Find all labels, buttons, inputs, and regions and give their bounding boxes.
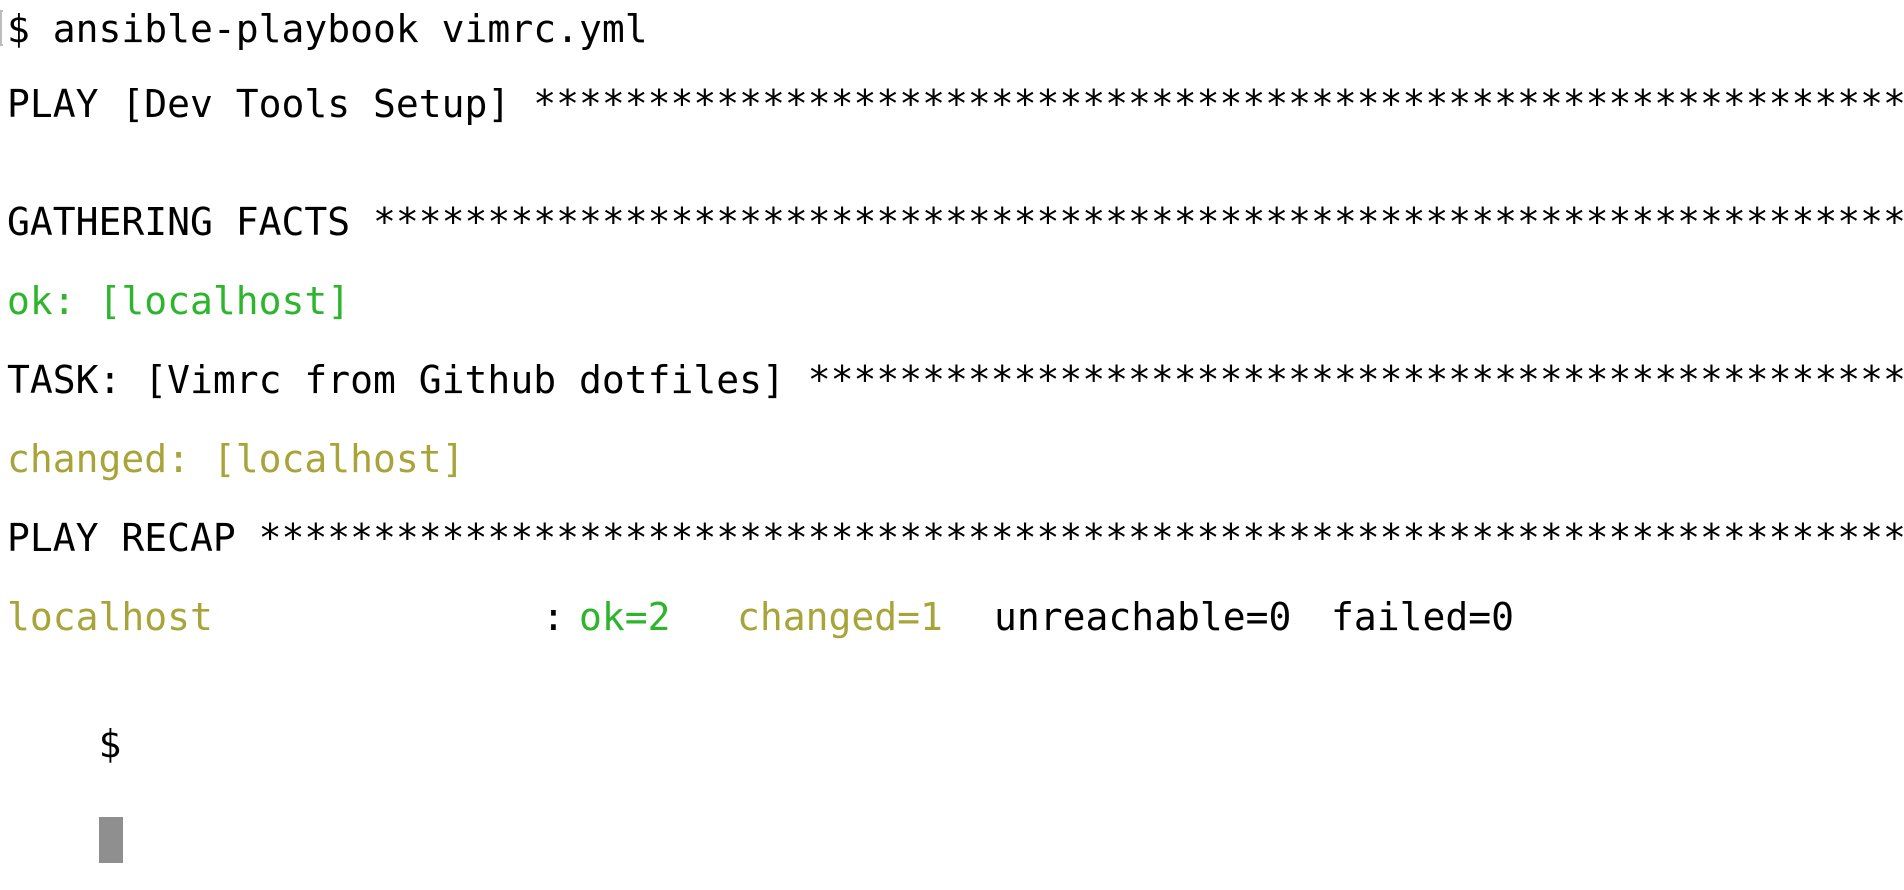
play-header: PLAY [Dev Tools Setup] *****************… bbox=[7, 82, 1904, 126]
play-recap-header: PLAY RECAP *****************************… bbox=[7, 516, 1904, 560]
recap-ok: ok=2 bbox=[579, 595, 671, 639]
gathering-facts-result: ok: [localhost] bbox=[7, 279, 351, 323]
final-prompt: $ bbox=[98, 722, 122, 766]
recap-unreachable: unreachable=0 bbox=[994, 595, 1292, 639]
recap-host: localhost bbox=[7, 595, 213, 639]
cursor bbox=[98, 817, 123, 863]
command-line: $ ansible-playbook vimrc.yml bbox=[7, 7, 648, 51]
task-header: TASK: [Vimrc from Github dotfiles] *****… bbox=[7, 358, 1904, 402]
play-recap-row: localhost : ok=2 changed=1 unreachable=0… bbox=[7, 593, 1887, 641]
gathering-facts-header: GATHERING FACTS ************************… bbox=[7, 200, 1904, 244]
task-result: changed: [localhost] bbox=[7, 437, 465, 481]
prompt-mark-icon bbox=[0, 10, 3, 46]
recap-failed: failed=0 bbox=[1331, 595, 1515, 639]
recap-changed: changed=1 bbox=[737, 595, 943, 639]
recap-colon: : bbox=[542, 595, 565, 639]
final-prompt-line[interactable]: $ bbox=[7, 672, 123, 863]
